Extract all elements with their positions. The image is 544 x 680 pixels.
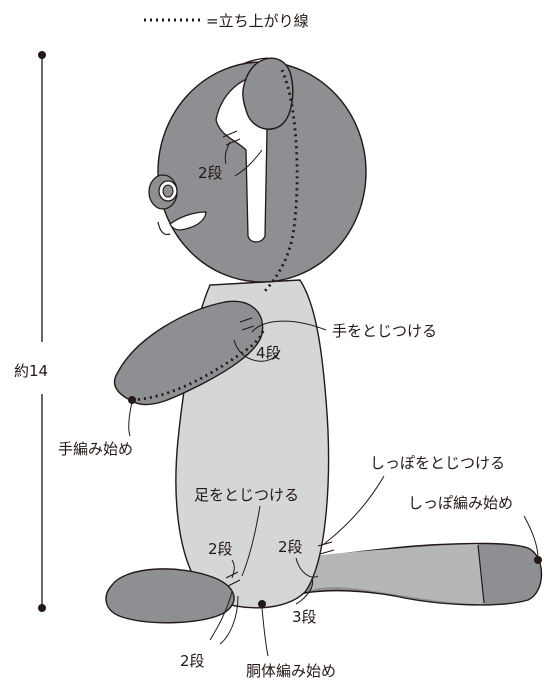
tail-rows-lower-leader <box>295 577 314 605</box>
tail-light-band <box>312 544 484 604</box>
body-start-label: 胴体編み始め <box>246 662 336 680</box>
cheek-line <box>157 221 171 236</box>
body-start-point <box>258 600 266 608</box>
leg-rows-lower-leader-1 <box>209 591 233 641</box>
leg-rows-lower-leader-2 <box>219 595 239 645</box>
head-raise-line <box>262 69 299 293</box>
legend-text: =立ち上がり線 <box>206 12 309 30</box>
ear-row-leader <box>224 141 231 165</box>
tail-row-tick-2 <box>319 549 335 555</box>
arm-row-tick-2 <box>241 325 255 331</box>
tail-row-tick-1 <box>317 541 333 547</box>
arm-row-tick-1 <box>239 317 253 323</box>
leg-rows-upper-label: 2段 <box>208 540 233 558</box>
tail-start-leader <box>523 515 539 559</box>
tail-rows-label: 2段 <box>278 538 303 556</box>
tail-attach-label: しっぽをとじつける <box>370 454 505 472</box>
leg-attach-label: 足をとじつける <box>194 486 299 504</box>
leg-rows-lower-label: 2段 <box>180 652 205 670</box>
arm-start-point <box>128 396 136 404</box>
ear-front <box>242 57 294 130</box>
tail-attach-leader <box>323 475 385 545</box>
arm-start-label: 手編み始め <box>58 440 133 458</box>
leg-row-tick-1 <box>225 571 239 579</box>
body-start-leader <box>261 607 269 657</box>
tail-rows-lower-label: 3段 <box>292 608 317 626</box>
leg-attach-leader <box>241 505 261 577</box>
tail-color-change-line <box>477 544 485 604</box>
tail-start-point <box>534 556 542 564</box>
mouth <box>169 211 207 231</box>
arm-rows-bracket <box>233 339 281 362</box>
arm-rows-label: 4段 <box>256 344 281 362</box>
ear-row-leader-2 <box>234 149 263 177</box>
ear-row-tick-1 <box>222 130 238 138</box>
dimension-endpoint-top <box>38 51 46 59</box>
leg-rows-upper-leader <box>231 559 235 579</box>
arm-start-leader <box>128 401 133 437</box>
leg <box>105 568 235 624</box>
tail <box>291 542 543 606</box>
arm-raise-line <box>131 327 266 402</box>
dimension-endpoint-bottom <box>38 604 46 612</box>
tail-start-label: しっぽ編み始め <box>408 494 513 512</box>
arm-attach-label: 手をとじつける <box>332 322 437 340</box>
tail-rows-bracket <box>295 557 319 578</box>
arm-attach-leader <box>251 320 327 333</box>
ear-row-tick-2 <box>225 138 241 146</box>
eye-pupil <box>162 184 174 198</box>
leg-row-tick-2 <box>227 579 241 587</box>
ear-rows-label: 2段 <box>198 164 223 182</box>
dimension-label: 約14 <box>14 362 48 380</box>
